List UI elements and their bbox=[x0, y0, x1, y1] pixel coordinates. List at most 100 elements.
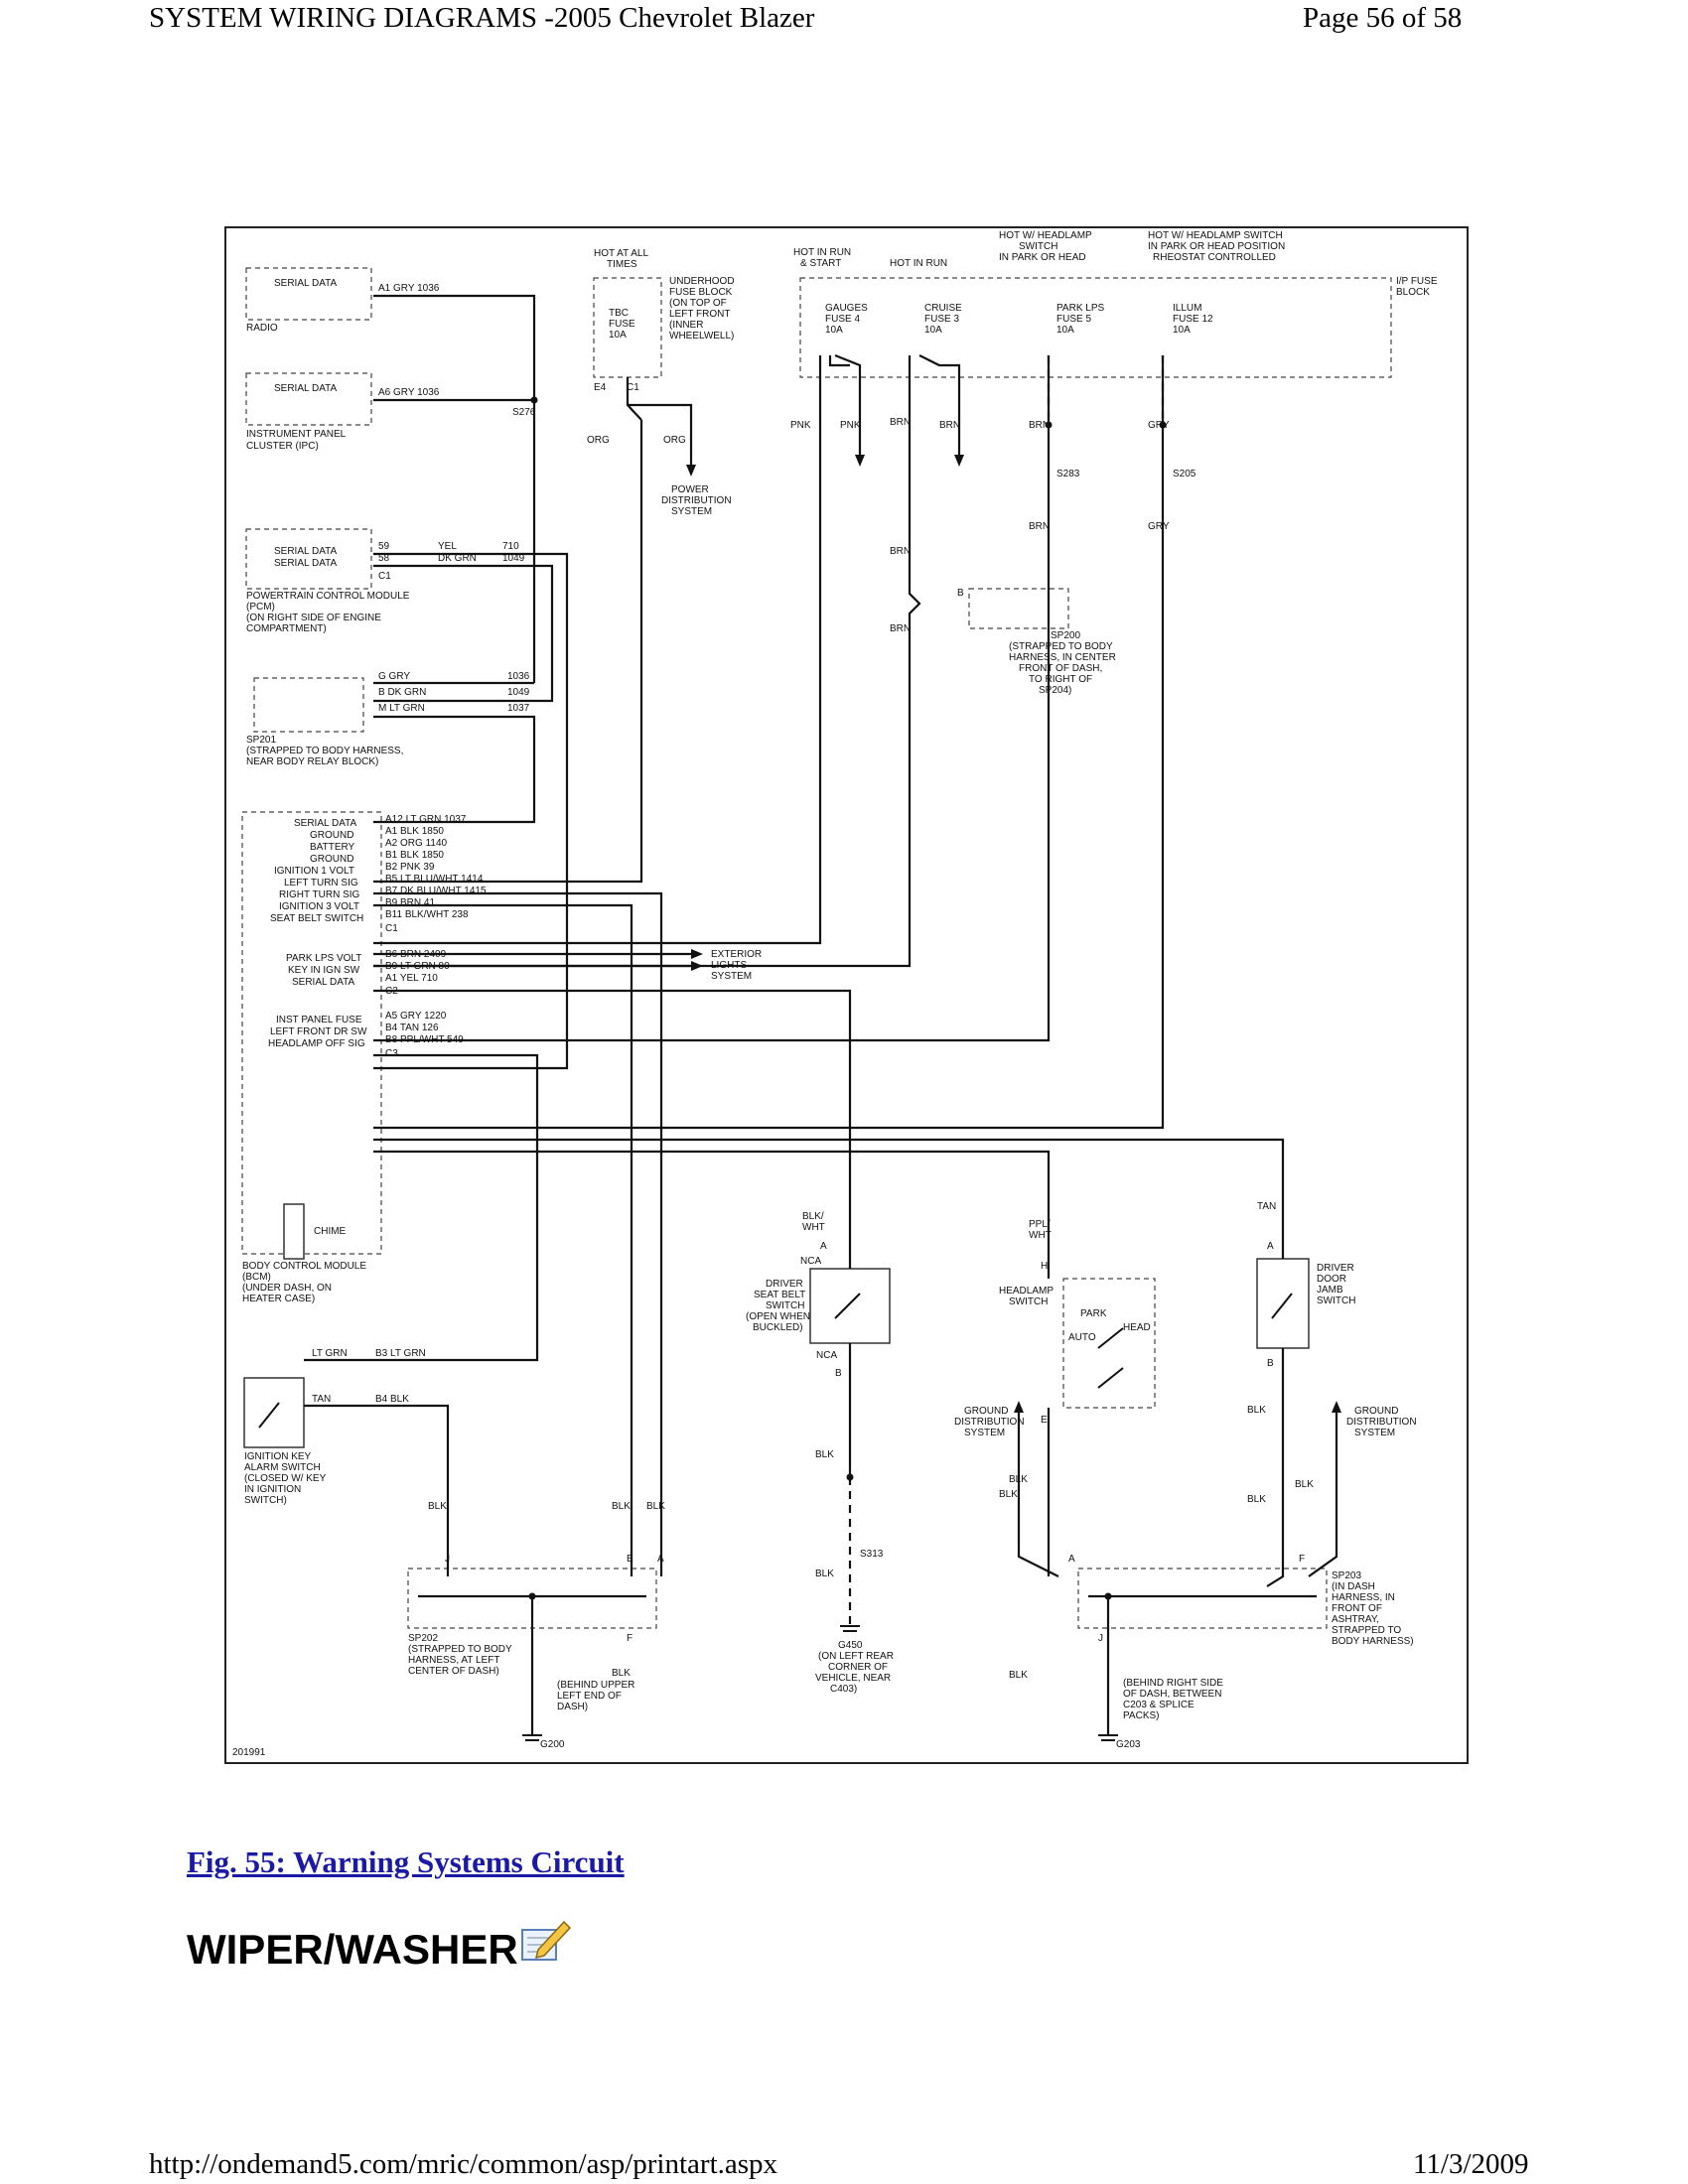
label-g203-2: OF DASH, BETWEEN bbox=[1123, 1689, 1221, 1700]
label-g203-3: C203 & SPLICE bbox=[1123, 1700, 1195, 1710]
label-sp203-3: HARNESS, IN bbox=[1332, 1592, 1395, 1603]
label-bcm-instfuse: INST PANEL FUSE bbox=[276, 1015, 362, 1025]
label-p-b6: B6 BRN 2409 bbox=[385, 949, 447, 960]
label-g200: G200 bbox=[540, 1739, 565, 1750]
label-c1-top: C1 bbox=[627, 382, 639, 393]
label-hot-headlamp-sw3: RHEOSTAT CONTROLLED bbox=[1153, 252, 1276, 263]
label-gnd-dist-r1: GROUND bbox=[1354, 1406, 1398, 1417]
label-blkwht1: BLK/ bbox=[802, 1211, 824, 1222]
label-bcm-rturn: RIGHT TURN SIG bbox=[279, 889, 360, 900]
label-door2: DOOR bbox=[1317, 1274, 1346, 1285]
label-ik1: IGNITION KEY bbox=[244, 1451, 312, 1462]
label-hot-headlamp-sw1: HOT W/ HEADLAMP SWITCH bbox=[1148, 230, 1283, 241]
label-bcm-label2: (BCM) bbox=[242, 1272, 271, 1283]
chime-box bbox=[283, 1203, 305, 1260]
label-seat-nca2: NCA bbox=[816, 1350, 837, 1361]
label-hot-all-times2: TIMES bbox=[607, 259, 637, 270]
label-ik-b4: B4 BLK bbox=[375, 1394, 409, 1405]
label-p-b8: B8 PPL/WHT 549 bbox=[385, 1034, 464, 1045]
label-bcm-keyin: KEY IN IGN SW bbox=[288, 965, 360, 976]
radio-box bbox=[245, 267, 372, 321]
label-hl-auto: AUTO bbox=[1068, 1332, 1096, 1343]
page-number: Page 56 of 58 bbox=[1303, 2, 1463, 34]
label-gnd-dist-l1: GROUND bbox=[964, 1406, 1008, 1417]
label-sp200-1: SP200 bbox=[1051, 630, 1080, 641]
label-g450-5: C403) bbox=[830, 1684, 857, 1695]
label-g203: G203 bbox=[1116, 1739, 1141, 1750]
label-door1: DRIVER bbox=[1317, 1263, 1354, 1274]
label-bcm-headoff: HEADLAMP OFF SIG bbox=[268, 1038, 365, 1049]
label-pcm-label1: POWERTRAIN CONTROL MODULE bbox=[246, 591, 410, 602]
label-s313: S313 bbox=[860, 1549, 884, 1560]
label-sp201-3: NEAR BODY RELAY BLOCK) bbox=[246, 756, 378, 767]
label-radio-serial: SERIAL DATA bbox=[274, 278, 337, 289]
label-pcm-pin2: 58 bbox=[378, 553, 390, 564]
label-sp201-n2: 1049 bbox=[507, 687, 530, 698]
label-ip-fuse1: I/P FUSE bbox=[1396, 276, 1438, 287]
label-blk-j: BLK bbox=[1247, 1494, 1266, 1505]
label-ipc-pin: A6 GRY 1036 bbox=[378, 387, 440, 398]
arrow-ext-1 bbox=[691, 949, 703, 959]
label-parklps2: FUSE 5 bbox=[1056, 314, 1091, 325]
label-blk-b: BLK bbox=[612, 1501, 631, 1512]
label-sp200-b: B bbox=[957, 588, 964, 599]
label-bcm-lturn: LEFT TURN SIG bbox=[284, 878, 358, 888]
figure-id: 201991 bbox=[232, 1747, 266, 1758]
label-p-a12: A12 LT GRN 1037 bbox=[385, 814, 467, 825]
figure-caption-link[interactable]: Fig. 55: Warning Systems Circuit bbox=[187, 1844, 625, 1879]
label-seat4: (OPEN WHEN bbox=[746, 1311, 810, 1322]
label-blk-d: BLK bbox=[815, 1449, 834, 1460]
label-hot-headlamp3: IN PARK OR HEAD bbox=[999, 252, 1086, 263]
label-hl-e: E bbox=[1041, 1415, 1048, 1426]
edit-note-icon[interactable] bbox=[518, 1916, 574, 1966]
label-brn6: BRN bbox=[890, 623, 911, 634]
label-sp201-g: G GRY bbox=[378, 671, 410, 682]
label-sp203-a: A bbox=[1068, 1554, 1075, 1565]
label-underhood6: WHEELWELL) bbox=[669, 331, 734, 341]
label-ik4: IN IGNITION bbox=[244, 1484, 301, 1495]
label-p-c1: C1 bbox=[385, 923, 398, 934]
label-bcm-serial: SERIAL DATA bbox=[294, 818, 356, 829]
label-p-a1b: A1 YEL 710 bbox=[385, 973, 438, 984]
label-e4: E4 bbox=[594, 382, 607, 393]
label-hl-label2: SWITCH bbox=[1009, 1297, 1048, 1307]
label-tbc2: FUSE bbox=[609, 319, 635, 330]
ipc-box bbox=[245, 372, 372, 426]
section-heading: WIPER/WASHER bbox=[187, 1926, 518, 1973]
label-pcm-serial1: SERIAL DATA bbox=[274, 546, 337, 557]
label-pplwht2: WHT bbox=[1029, 1230, 1052, 1241]
label-sp201-b: B DK GRN bbox=[378, 687, 426, 698]
label-underhood3: (ON TOP OF bbox=[669, 298, 727, 309]
label-pwr-dist3: SYSTEM bbox=[671, 506, 712, 517]
seat-belt-switch-box bbox=[809, 1268, 891, 1344]
label-sp203-j: J bbox=[1098, 1633, 1103, 1644]
label-gry2: GRY bbox=[1148, 521, 1170, 532]
label-hot-headlamp2: SWITCH bbox=[1019, 241, 1057, 252]
label-sp200-3: HARNESS, IN CENTER bbox=[1009, 652, 1116, 663]
label-s205: S205 bbox=[1173, 469, 1196, 479]
label-illum2: FUSE 12 bbox=[1173, 314, 1213, 325]
label-sp201-1: SP201 bbox=[246, 735, 276, 746]
label-ipc-serial: SERIAL DATA bbox=[274, 383, 337, 394]
footer-url: http://ondemand5.com/mric/common/asp/pri… bbox=[149, 2148, 778, 2180]
label-g450-2: (ON LEFT REAR bbox=[818, 1651, 894, 1662]
label-sp203-6: STRAPPED TO bbox=[1332, 1625, 1401, 1636]
label-door3: JAMB bbox=[1317, 1285, 1343, 1296]
label-sp202-3: HARNESS, AT LEFT bbox=[408, 1655, 499, 1666]
document-title: SYSTEM WIRING DIAGRAMS -2005 Chevrolet B… bbox=[149, 2, 815, 34]
label-pcm-c1n: 710 bbox=[502, 541, 519, 552]
label-gnd-dist-r3: SYSTEM bbox=[1354, 1428, 1395, 1438]
label-pcm-label4: COMPARTMENT) bbox=[246, 623, 327, 634]
label-radio-label: RADIO bbox=[246, 323, 278, 334]
label-gry1: GRY bbox=[1148, 420, 1170, 431]
label-sp202-f: F bbox=[627, 1633, 633, 1644]
arrow-gnd-r bbox=[1332, 1401, 1341, 1413]
label-bcm-seatbelt: SEAT BELT SWITCH bbox=[270, 913, 363, 924]
label-bcm-ign3: IGNITION 3 VOLT bbox=[279, 901, 359, 912]
label-sp201-m: M LT GRN bbox=[378, 703, 425, 714]
label-bcm-ground2: GROUND bbox=[310, 854, 353, 865]
label-blk-a: BLK bbox=[428, 1501, 447, 1512]
label-p-b7: B7 DK BLU/WHT 1415 bbox=[385, 886, 487, 896]
label-ext-lights1: EXTERIOR bbox=[711, 949, 762, 960]
